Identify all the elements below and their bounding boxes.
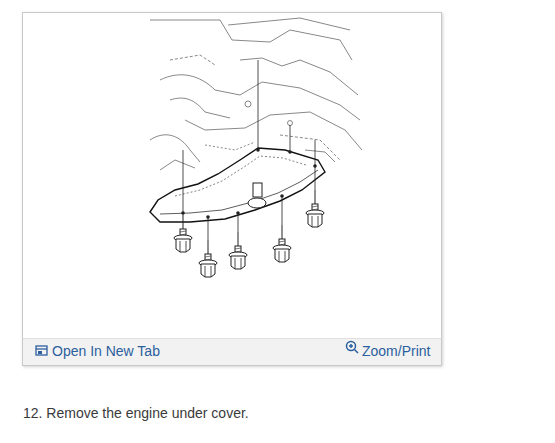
link-text: Open In New Tab <box>52 343 160 359</box>
step-caption: 12. Remove the engine under cover. <box>23 405 249 421</box>
link-text: Zoom/Print <box>362 343 430 359</box>
